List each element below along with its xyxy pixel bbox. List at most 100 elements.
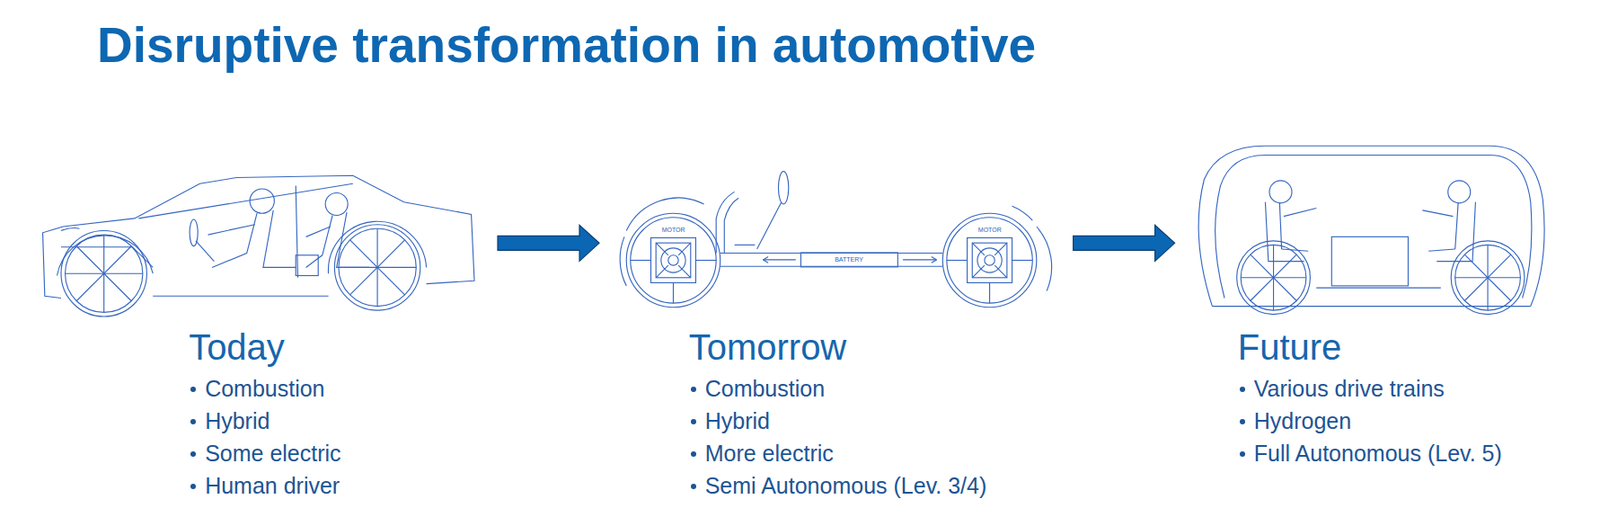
drawing-line [696,259,717,261]
vehicle-illustration [617,143,1061,332]
stage-bullet: Human driver [188,468,341,502]
drawing-line [195,240,214,262]
drawing-rect [967,238,1013,283]
drawing-line [630,259,652,261]
drawing-line [655,265,669,278]
page-title: Disruptive transformation in automotive [97,16,1036,74]
drawing-line [994,242,1008,256]
drawing-circle [1455,245,1521,311]
stage-bullet: Semi Autonomous (Lev. 3/4) [689,468,988,502]
bullet-text: Human driver [204,472,340,498]
drawing-circle [984,255,995,266]
drawing-circle [946,217,1033,303]
drawing-line [902,258,937,260]
drawing-rect [655,242,691,278]
bullet-dot [1239,418,1246,425]
stage-node: TodayCombustionHybridSome electricHuman … [38,143,480,505]
drawing-circle [65,234,143,312]
bullet-text: Hybrid [705,407,770,434]
drawing-line [931,259,938,263]
stage-heading: Future [1237,327,1503,367]
drawing-line [972,265,985,278]
drawing-line [763,258,796,260]
drawing-line [1455,203,1459,249]
part-label: MOTOR [661,226,687,234]
stage-bullet: More electric [689,436,988,469]
drawing-circle [1450,240,1525,315]
bullet-dot [190,450,196,457]
stage-bullet: Various drive trains [1237,371,1503,405]
drawing-line [61,228,80,231]
drawing-circle [325,193,348,216]
drawing-circle [626,212,720,307]
drawing-line [994,265,1008,278]
heading-text: Tomorrow [689,327,848,367]
drawing-circle [668,255,679,266]
drawing-rect [651,238,697,283]
bullet-dot [190,483,196,489]
drawing-line [208,224,256,235]
drawing-line [306,226,331,237]
vehicle-illustration [38,143,480,332]
drawing-line [763,259,770,263]
drawing-line [1316,287,1441,289]
heading-text: Future [1237,327,1343,367]
drawing-line [672,282,674,304]
drawing-line [757,202,782,249]
bullet-text: Hydrogen [1254,407,1352,434]
drawing-circle [1448,180,1471,204]
drawing-circle [1269,180,1292,204]
bullet-text: Combustion [705,375,825,401]
drawing-rect [972,242,1008,278]
drawing-line [619,236,627,286]
drawing-line [43,175,475,298]
stage-node: TomorrowCombustionHybridMore electricSem… [617,143,1061,505]
drawing-line [1279,203,1282,249]
stage-bullet: Combustion [689,371,988,405]
drawing-line [1422,210,1453,217]
stage-text: FutureVarious drive trainsHydrogenFull A… [1237,327,1503,469]
bullet-dot [690,450,697,457]
drawing-line [1211,305,1530,307]
bullet-dot [190,386,196,392]
drawing-line [1283,208,1317,217]
drawing-line [1264,202,1304,262]
bullet-text: Semi Autonomous (Lev. 3/4) [705,472,988,498]
drawing-line [1012,205,1034,221]
bullet-dot [690,386,697,392]
drawing-line [1215,155,1532,299]
drawing-line [931,256,938,260]
heading-text: Today [188,327,285,367]
drawing-line [76,246,132,301]
drawing-circle [942,212,1036,307]
drawing-line [716,192,734,254]
drawing-circle [249,188,275,213]
drawing-circle [1237,240,1311,315]
bullet-dot [690,418,697,425]
steering-wheel [778,171,789,204]
bullet-dot [190,418,196,425]
drawing-line [306,215,334,268]
drawing-circle [1240,245,1307,311]
bullet-dot [1239,450,1246,457]
block-arrow [1073,224,1176,261]
stage-bullet: Hybrid [689,404,988,437]
stage-text: TomorrowCombustionHybridMore electricSem… [689,327,988,502]
drawing-line [734,244,756,246]
drawing-line [678,242,691,256]
stage-text: TodayCombustionHybridSome electricHuman … [188,327,341,502]
bullet-text: Full Autonomous (Lev. 5) [1254,440,1503,466]
drawing-line [1281,248,1309,251]
drawing-circle [61,230,147,317]
vehicle-illustration [1186,143,1551,332]
stage-node: FutureVarious drive trainsHydrogenFull A… [1186,143,1551,473]
bullet-text: Various drive trains [1254,375,1445,401]
stage-heading: Today [188,327,341,367]
drawing-line [972,242,985,256]
drawing-line [1436,202,1476,262]
drawing-line [1036,226,1052,292]
drawing-line [212,212,257,267]
drawing-line [946,259,968,261]
bullet-dot [1239,386,1246,392]
